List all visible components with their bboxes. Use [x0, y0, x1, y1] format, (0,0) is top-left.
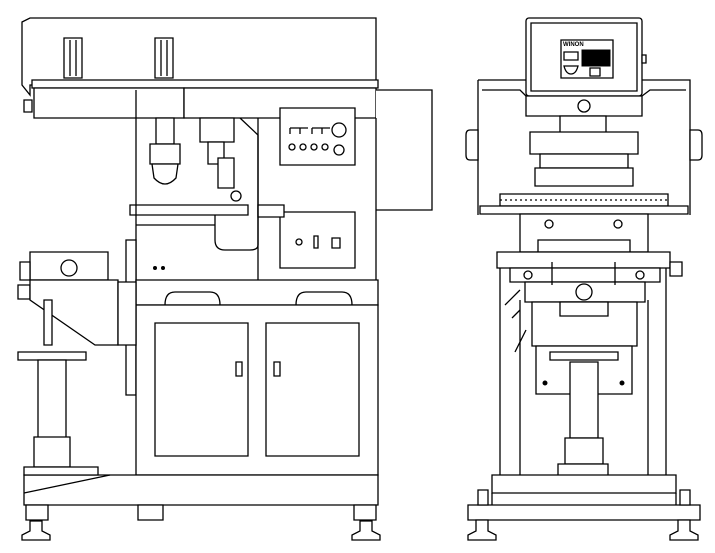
front-frame [466, 80, 702, 540]
control-box: WINON [526, 18, 646, 116]
door-handle-right[interactable] [274, 362, 280, 376]
front-view: WINON [466, 18, 702, 540]
door-handle-left[interactable] [236, 362, 242, 376]
pad-head [150, 118, 258, 250]
ink-cup-arm [18, 252, 136, 475]
brand-logo: WINON [563, 42, 584, 48]
cabinet-door-right[interactable] [266, 323, 359, 456]
side-view [18, 18, 432, 540]
emergency-stop-button[interactable] [578, 100, 590, 112]
control-panel-side [280, 108, 355, 268]
cabinet-door-left[interactable] [155, 323, 248, 456]
